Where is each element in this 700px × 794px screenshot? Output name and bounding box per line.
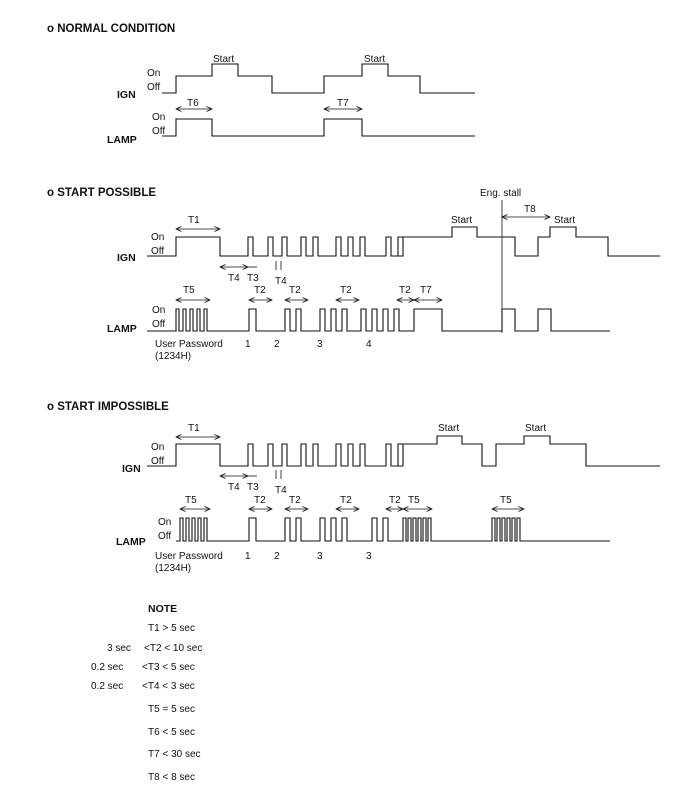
digit-label: 4 [366, 339, 372, 350]
timer-label: T7 [420, 285, 432, 296]
timer-label: T5 [500, 495, 512, 506]
note-prefix: 0.2 sec [91, 662, 123, 673]
start-label: Start [364, 54, 385, 65]
digit-label: 3 [317, 551, 323, 562]
timer-label: T3 [247, 273, 259, 284]
lamp-label: LAMP [107, 134, 137, 146]
digit-label: 3 [366, 551, 372, 562]
ign-waveform [147, 435, 660, 467]
timer-label: T4 [228, 273, 240, 284]
timer-label: T2 [254, 495, 266, 506]
section-start-possible: o START POSSIBLE Eng. stall On Off IGN S… [47, 187, 660, 362]
start-label: Start [554, 215, 575, 226]
timer-label: T5 [185, 495, 197, 506]
note-prefix: 3 sec [107, 643, 131, 654]
note-item: T6 < 5 sec [148, 727, 195, 738]
note-item: T1 > 5 sec [148, 623, 195, 634]
eng-stall-label: Eng. stall [480, 188, 521, 199]
password-label: User Password [155, 551, 223, 562]
timer-label: T2 [340, 495, 352, 506]
on-label: On [147, 68, 160, 79]
timer-label: T1 [188, 423, 200, 434]
section-title: o NORMAL CONDITION [47, 23, 175, 35]
password-value: (1234H) [155, 351, 191, 362]
timer-label: T2 [399, 285, 411, 296]
timer-label: T2 [289, 285, 301, 296]
timer-label: T2 [289, 495, 301, 506]
timer-label: T8 [524, 204, 536, 215]
note-item: <T4 < 3 sec [142, 681, 195, 692]
lamp-label: LAMP [107, 323, 137, 335]
timer-label: T4 [228, 482, 240, 493]
note-item: T5 = 5 sec [148, 704, 195, 715]
lamp-waveform [176, 517, 610, 542]
ign-label: IGN [117, 89, 136, 101]
on-label: On [152, 305, 165, 316]
note-prefix: 0.2 sec [91, 681, 123, 692]
ign-waveform [147, 226, 660, 257]
timer-label: T4 [275, 485, 287, 496]
timer-label: T2 [254, 285, 266, 296]
timer-label: T6 [187, 98, 199, 109]
digit-label: 2 [274, 551, 280, 562]
digit-label: 3 [317, 339, 323, 350]
timer-label: T3 [247, 482, 259, 493]
on-label: On [151, 442, 164, 453]
section-title: o START POSSIBLE [47, 187, 156, 199]
start-label: Start [213, 54, 234, 65]
digit-label: 2 [274, 339, 280, 350]
digit-label: 1 [245, 551, 251, 562]
timer-label: T2 [340, 285, 352, 296]
digit-label: 1 [245, 339, 251, 350]
section-title: o START IMPOSSIBLE [47, 401, 169, 413]
password-value: (1234H) [155, 563, 191, 574]
ign-label: IGN [122, 463, 141, 475]
lamp-waveform [147, 308, 610, 332]
off-label: Off [151, 456, 164, 467]
off-label: Off [152, 319, 165, 330]
off-label: Off [158, 531, 171, 542]
off-label: Off [147, 82, 160, 93]
note-title: NOTE [148, 603, 177, 615]
password-label: User Password [155, 339, 223, 350]
lamp-waveform [162, 118, 475, 137]
off-label: Off [151, 246, 164, 257]
timer-label: T2 [389, 495, 401, 506]
on-label: On [151, 232, 164, 243]
timer-label: T1 [188, 215, 200, 226]
ign-waveform [162, 63, 475, 94]
on-label: On [158, 517, 171, 528]
note-item: <T2 < 10 sec [144, 643, 202, 654]
ign-label: IGN [117, 252, 136, 264]
section-start-impossible: o START IMPOSSIBLE On Off IGN Start Star… [47, 401, 660, 574]
timer-label: T7 [337, 98, 349, 109]
start-label: Start [525, 423, 546, 434]
note-item: T8 < 8 sec [148, 772, 195, 783]
note-item: T7 < 30 sec [148, 749, 201, 760]
note-item: <T3 < 5 sec [142, 662, 195, 673]
note-block: NOTE T1 > 5 sec 3 sec <T2 < 10 sec 0.2 s… [91, 603, 202, 783]
start-label: Start [438, 423, 459, 434]
timer-label: T5 [183, 285, 195, 296]
start-label: Start [451, 215, 472, 226]
lamp-label: LAMP [116, 536, 146, 548]
off-label: Off [152, 126, 165, 137]
section-normal-condition: o NORMAL CONDITION On Off IGN Start Star… [47, 23, 475, 146]
on-label: On [152, 112, 165, 123]
timer-label: T4 [275, 276, 287, 287]
timer-label: T5 [408, 495, 420, 506]
